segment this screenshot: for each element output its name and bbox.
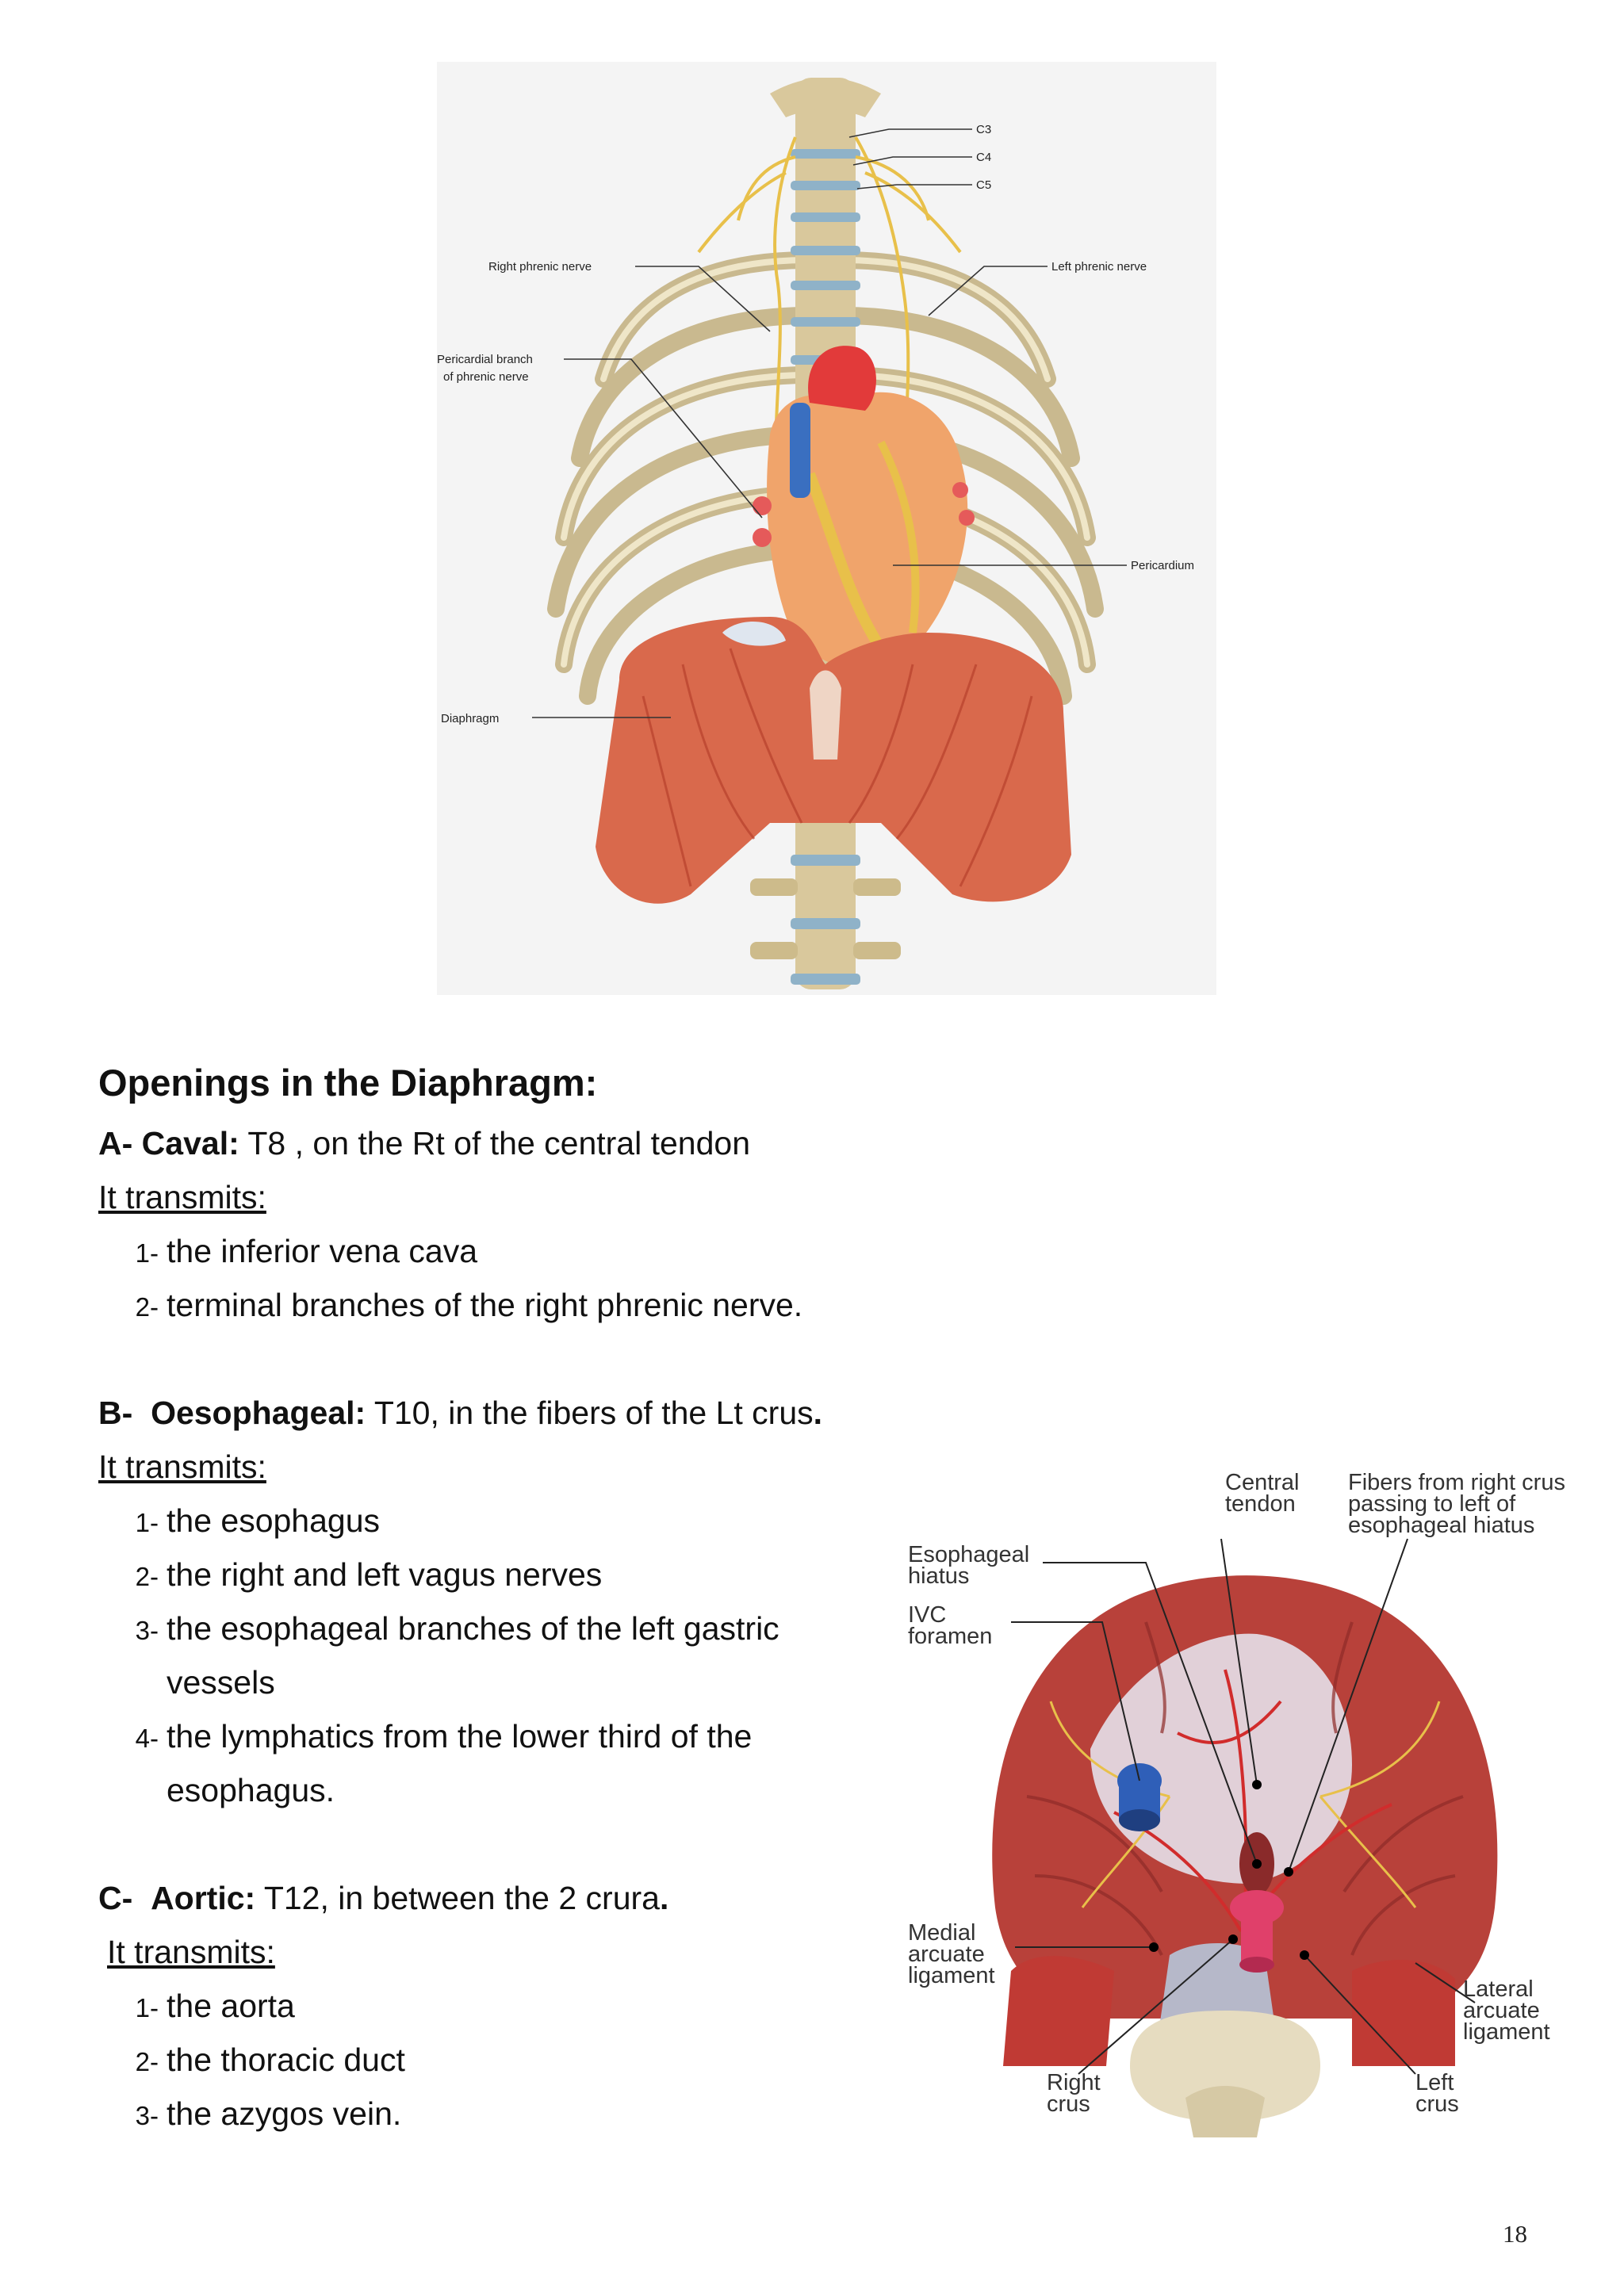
label-left-crus-line2: crus xyxy=(1415,2091,1459,2117)
label-esophageal-hiatus-line1: Esophageal xyxy=(908,1542,1029,1567)
list-text: the esophagus xyxy=(167,1502,381,1539)
section-caval-title: A- Caval: T8 , on the Rt of the central … xyxy=(98,1116,750,1170)
label-lateral-arcuate-line2: arcuate xyxy=(1463,1998,1540,2023)
section-description: T10, in the fibers of the Lt crus xyxy=(366,1395,814,1431)
diaphragm-illustration: C3 C4 C5 Right phrenic nerve Left phreni… xyxy=(437,62,1216,995)
section-oesophageal-title: B- Oesophageal: T10, in the fibers of th… xyxy=(98,1386,822,1440)
section-description: T8 , on the Rt of the central tendon xyxy=(239,1125,751,1161)
list-number: 2- xyxy=(135,2047,159,2076)
figure-leader-lines xyxy=(532,128,1127,718)
section-description: T12, in between the 2 crura xyxy=(255,1880,660,1916)
diaphragm-dome xyxy=(992,1575,1498,2137)
list-text: the inferior vena cava xyxy=(167,1233,478,1269)
section-aortic-title: C- Aortic: T12, in between the 2 crura. xyxy=(98,1871,668,1925)
label-ivc-foramen-line2: foramen xyxy=(908,1624,992,1649)
label-fibers-line1: Fibers from right crus xyxy=(1348,1470,1565,1495)
label-right-phrenic-nerve: Right phrenic nerve xyxy=(488,260,592,274)
section-letter: A- xyxy=(98,1125,133,1161)
list-item: 3- the esophageal branches of the left ga… xyxy=(98,1601,779,1658)
label-pericardial-branch-line2: of phrenic nerve xyxy=(443,370,529,384)
aortic-hiatus-vessel xyxy=(1230,1890,1284,1973)
list-item: 2- the thoracic duct xyxy=(98,2033,405,2089)
label-central-tendon-line2: tendon xyxy=(1225,1491,1296,1517)
label-lateral-arcuate-line3: ligament xyxy=(1463,2019,1550,2045)
list-text: terminal branches of the right phrenic n… xyxy=(167,1287,803,1323)
label-fibers-line3: esophageal hiatus xyxy=(1348,1513,1534,1538)
section-period: . xyxy=(813,1395,823,1431)
list-number: 4- xyxy=(135,1724,159,1753)
list-text: the lymphatics from the lower third of t… xyxy=(167,1718,753,1755)
label-c5: C5 xyxy=(976,178,991,192)
list-item-continuation: esophagus. xyxy=(167,1772,335,1808)
list-text: the azygos vein. xyxy=(167,2095,402,2132)
transmits-label: It transmits: xyxy=(98,1448,266,1485)
list-text: the esophageal branches of the left gast… xyxy=(167,1610,779,1647)
label-ivc-foramen-line1: IVC xyxy=(908,1602,946,1628)
label-central-tendon-line1: Central xyxy=(1225,1470,1300,1495)
list-number: 3- xyxy=(135,1616,159,1645)
diaphragm-openings-illustration: Central tendon Fibers from right crus pa… xyxy=(908,1470,1565,2137)
label-diaphragm: Diaphragm xyxy=(441,712,499,725)
list-number: 1- xyxy=(135,1238,159,1268)
ivc-foramen-vessel xyxy=(1117,1763,1162,1831)
label-fibers-line2: passing to left of xyxy=(1348,1491,1516,1517)
section-letter: B- xyxy=(98,1395,133,1431)
label-right-crus-line2: crus xyxy=(1047,2091,1090,2117)
list-item: 1- the aorta xyxy=(98,1979,295,2035)
label-left-crus-line1: Left xyxy=(1415,2070,1454,2095)
diaphragm-phrenic-nerve-figure: C3 C4 C5 Right phrenic nerve Left phreni… xyxy=(437,62,1216,995)
leader-dots xyxy=(1149,1780,1309,1960)
label-esophageal-hiatus-line2: hiatus xyxy=(908,1563,969,1589)
list-number: 1- xyxy=(135,1993,159,2022)
label-lateral-arcuate-line1: Lateral xyxy=(1463,1976,1534,2002)
list-number: 1- xyxy=(135,1508,159,1537)
transmits-label-wrap: It transmits: xyxy=(107,1925,275,1979)
section-period: . xyxy=(659,1880,669,1916)
label-medial-arcuate-line3: ligament xyxy=(908,1963,995,1988)
section-name: Caval: xyxy=(141,1125,239,1161)
section-name: Aortic: xyxy=(151,1880,256,1916)
diaphragm-muscle xyxy=(596,617,1071,904)
label-pericardial-branch-line1: Pericardial branch xyxy=(437,353,533,366)
transmits-label: It transmits: xyxy=(98,1179,266,1215)
diaphragm-openings-figure: Central tendon Fibers from right crus pa… xyxy=(908,1464,1578,2145)
list-item: 2- terminal branches of the right phrenic… xyxy=(98,1278,803,1334)
list-number: 2- xyxy=(135,1292,159,1322)
list-text: the aorta xyxy=(167,1988,295,2024)
heart-pericardium xyxy=(753,346,975,669)
list-item: 4- the lymphatics from the lower third of… xyxy=(98,1709,753,1766)
section-name: Oesophageal: xyxy=(151,1395,366,1431)
list-number: 2- xyxy=(135,1562,159,1591)
label-medial-arcuate-line1: Medial xyxy=(908,1920,975,1946)
list-item: 3- the azygos vein. xyxy=(98,2087,402,2143)
label-left-phrenic-nerve: Left phrenic nerve xyxy=(1051,260,1147,274)
list-number: 3- xyxy=(135,2101,159,2130)
page-number: 18 xyxy=(1503,2220,1527,2248)
list-item: 1- the inferior vena cava xyxy=(98,1224,477,1280)
label-c3: C3 xyxy=(976,123,991,136)
label-c4: C4 xyxy=(976,151,991,164)
list-item-continuation: vessels xyxy=(167,1664,275,1701)
figure-leader-lines xyxy=(1011,1538,1476,2075)
label-right-crus-line1: Right xyxy=(1047,2070,1101,2095)
list-text: the thoracic duct xyxy=(167,2042,405,2078)
list-item: 2- the right and left vagus nerves xyxy=(98,1548,603,1604)
transmits-label: It transmits: xyxy=(107,1934,275,1970)
section-letter: C- xyxy=(98,1880,133,1916)
page-heading: Openings in the Diaphragm: xyxy=(98,1062,598,1104)
list-item: 1- the esophagus xyxy=(98,1494,380,1550)
list-text: the right and left vagus nerves xyxy=(167,1556,603,1593)
label-medial-arcuate-line2: arcuate xyxy=(908,1942,985,1967)
label-pericardium: Pericardium xyxy=(1131,559,1194,572)
